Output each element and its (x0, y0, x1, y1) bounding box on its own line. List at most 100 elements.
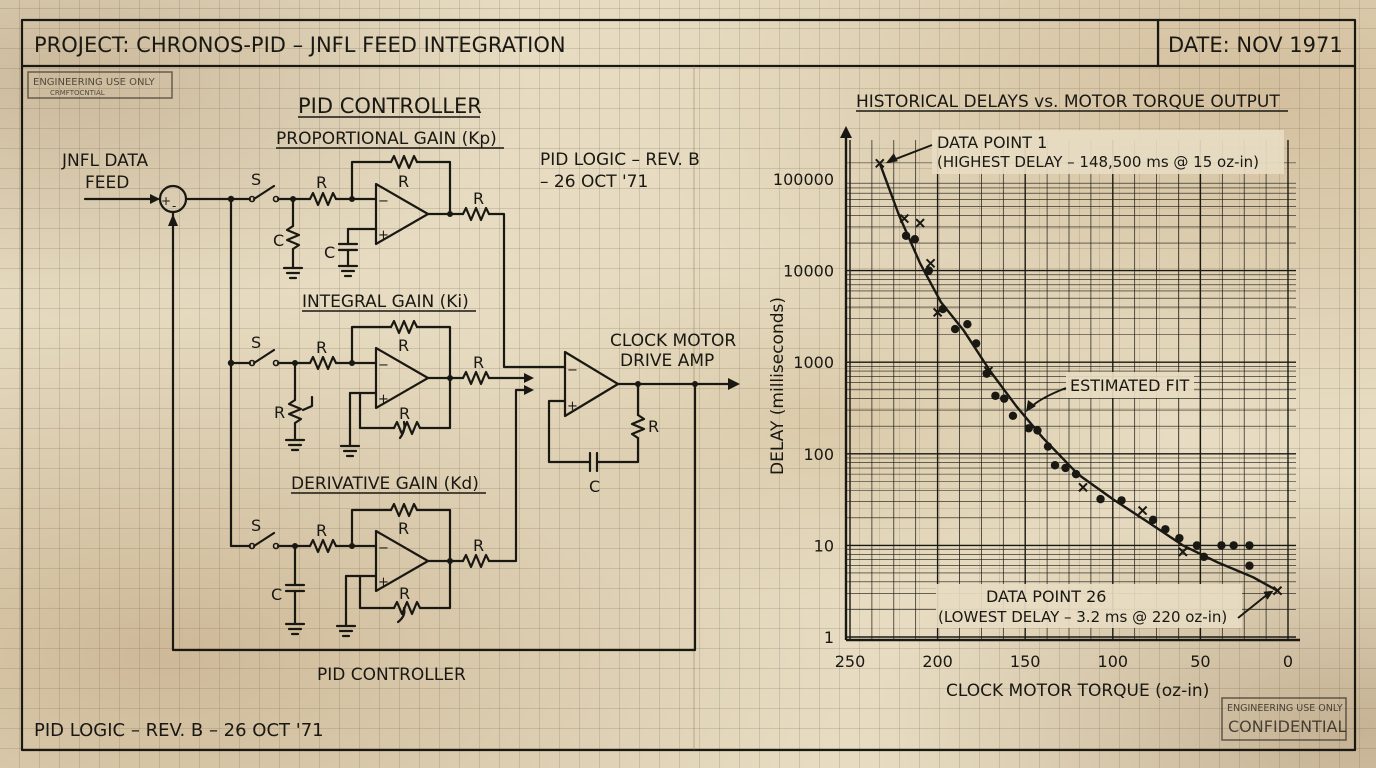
pid-schematic: PID CONTROLLER PROPORTIONAL GAIN (Kp) IN… (61, 94, 740, 685)
annotation-1-text: (HIGHEST DELAY – 148,500 ms @ 15 oz-in) (937, 153, 1259, 171)
opamp-symbol (374, 182, 430, 246)
output-arrow-icon (728, 378, 740, 390)
x-tick-label: 0 (1283, 652, 1293, 671)
top-left-stamp: ENGINEERING USE ONLY CRMFTOCNTIAL (27, 71, 173, 99)
data-point-dot (1192, 541, 1202, 550)
data-point-cross (925, 258, 936, 269)
resistor-label: R (316, 173, 327, 192)
gain-resistor-label: R (399, 404, 410, 423)
x-tick-label: 150 (1010, 652, 1041, 671)
data-point-dot (1050, 461, 1060, 470)
annotation-2-arrow (1237, 591, 1271, 619)
proportional-branch: S R C − + R C (248, 154, 542, 369)
svg-text:+: + (378, 392, 389, 407)
drive-opamp-symbol (563, 350, 620, 418)
feedback-wire (171, 210, 697, 652)
capacitor-label-2: C (324, 243, 335, 262)
svg-text:−: − (378, 358, 389, 373)
bottom-right-stamp: ENGINEERING USE ONLY CONFIDENTIAL (1221, 697, 1347, 741)
data-point-dot (1148, 515, 1158, 525)
chart-annotations: DATA POINT 1(HIGHEST DELAY – 148,500 ms … (885, 130, 1284, 628)
data-point-dot (1061, 463, 1070, 473)
data-point-dot (901, 231, 911, 240)
output-resistor-label: R (473, 189, 484, 208)
top-stamp-text: ENGINEERING USE ONLY (33, 77, 156, 88)
data-point-dot (1024, 424, 1033, 433)
data-point-dot (1096, 494, 1105, 504)
data-point-dot (1245, 561, 1254, 570)
pot-label: R (274, 403, 285, 422)
svg-text:−: − (567, 363, 578, 378)
switch-symbol (252, 184, 276, 201)
feedback-resistor-label-2: R (398, 336, 409, 355)
delay-torque-chart: HISTORICAL DELAYS vs. MOTOR TORQUE OUTPU… (768, 92, 1300, 701)
resistor-label-2: R (316, 338, 327, 357)
data-point-dot (950, 324, 960, 334)
y-tick-label: 1 (824, 628, 834, 647)
drive-amp-label-line2: DRIVE AMP (620, 351, 714, 371)
derivative-label: DERIVATIVE GAIN (Kd) (291, 474, 479, 494)
svg-text:+: + (378, 228, 389, 243)
input-label-line2: FEED (85, 173, 129, 193)
annotation-bg (936, 584, 1242, 628)
svg-text:+: + (378, 575, 389, 590)
resistor-symbol (308, 191, 338, 207)
bottom-stamp-subtext: CONFIDENTIAL (1228, 717, 1346, 736)
opamp-symbol-2 (374, 346, 430, 410)
feedback-resistor-label-3: R (398, 519, 409, 538)
integral-branch: S R R − + R R (248, 319, 534, 458)
chart-grid (840, 126, 1300, 642)
svg-text:−: − (378, 541, 389, 556)
data-point-dot (991, 391, 1000, 400)
x-tick-label: 200 (922, 652, 953, 671)
drive-amp: − + C R (538, 350, 740, 496)
y-tick-label: 10000 (783, 262, 834, 281)
data-point-cross (875, 158, 885, 168)
data-point-cross (1078, 482, 1088, 493)
x-tick-label: 100 (1098, 652, 1129, 671)
chart-title: HISTORICAL DELAYS vs. MOTOR TORQUE OUTPU… (856, 92, 1280, 112)
fit-label-arrow-icon (1026, 400, 1036, 412)
annotation-bg (932, 130, 1284, 174)
y-tick-label: 1000 (793, 353, 834, 372)
fit-label-bg (1066, 372, 1194, 398)
data-point-dot (910, 235, 920, 244)
y-axis-label: DELAY (milliseconds) (768, 297, 788, 475)
data-point-cross (1178, 547, 1188, 557)
fit-label-arrow (1029, 387, 1067, 409)
y-tick-label: 100 (803, 445, 834, 464)
feedback-label: PID CONTROLLER (317, 665, 466, 685)
summer-minus-sign: - (172, 199, 176, 213)
data-point-dot (1229, 541, 1238, 550)
data-point-cross (983, 366, 994, 376)
feedback-arrow-icon (168, 214, 178, 226)
annotation-2-title: DATA POINT 26 (986, 587, 1106, 606)
y-tick-label: 10 (814, 536, 834, 555)
opamp-symbol-3 (374, 529, 430, 593)
data-points (875, 158, 1283, 596)
data-point-dot (1008, 411, 1018, 420)
annotation-1-title: DATA POINT 1 (937, 133, 1047, 152)
footer-revision: PID LOGIC – REV. B – 26 OCT '71 (34, 720, 324, 741)
feedback-resistor-label: R (398, 172, 409, 191)
annotation-2-arrow-icon (1263, 590, 1274, 600)
summer-plus-sign: + (161, 194, 171, 208)
integral-label: INTEGRAL GAIN (Ki) (302, 292, 469, 312)
annotation-1-arrow-icon (885, 153, 898, 164)
resistor-label-3: R (316, 521, 327, 540)
switch-label: S (251, 170, 261, 189)
data-point-dot (1071, 469, 1081, 479)
svg-text:−: − (378, 194, 389, 209)
y-axis-arrow-icon (840, 126, 852, 138)
derivative-branch: S R C − + R R (248, 385, 534, 638)
y-tick-label: 100000 (773, 170, 834, 189)
annotation-2-text: (LOWEST DELAY – 3.2 ms @ 220 oz-in) (938, 608, 1227, 626)
data-point-dot (1175, 533, 1184, 543)
data-point-dot (924, 266, 934, 275)
data-point-dot (1217, 541, 1226, 550)
data-point-dot (971, 339, 981, 348)
data-point-dot (1033, 426, 1042, 435)
schematic-title: PID CONTROLLER (298, 94, 482, 118)
